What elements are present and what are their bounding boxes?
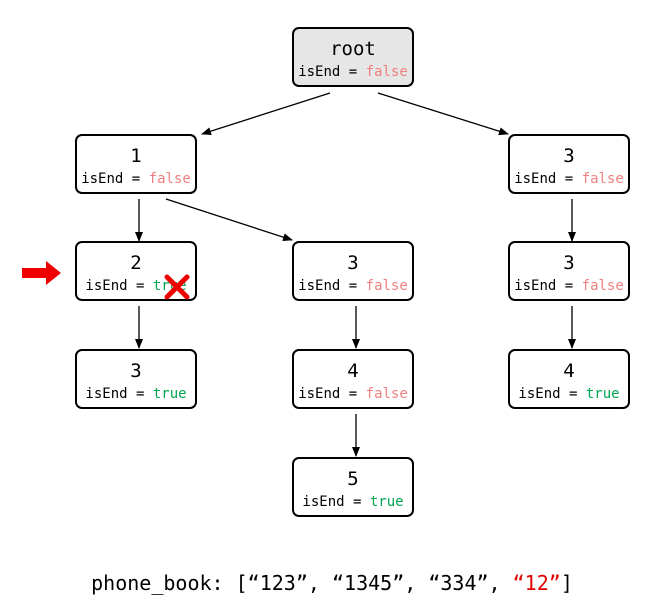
phone-book-caption: phone_book: [“123”, “1345”, “334”, “12”] [0,570,664,596]
node-isend-label: isEnd = false [77,171,195,188]
trie-node-n5: 5 isEnd = true [292,457,414,517]
trie-node-n3c: 3 isEnd = false [508,241,630,301]
node-isend-label: isEnd = true [294,494,412,511]
isend-prefix: isEnd = [518,386,586,402]
isend-prefix: isEnd = [514,278,582,294]
node-key: 3 [563,252,575,274]
isend-prefix: isEnd = [298,278,366,294]
isend-prefix: isEnd = [85,386,153,402]
caption-suffix: ] [560,571,573,595]
cross-icon [164,274,190,300]
isend-value: true [369,494,404,510]
trie-node-root: root isEnd = false [292,27,414,87]
caption-separator: , [488,571,513,595]
isend-prefix: isEnd = [298,386,366,402]
isend-prefix: isEnd = [81,171,149,187]
caption-separator: , [404,571,429,595]
isend-prefix: isEnd = [298,64,366,80]
trie-node-n1: 1 isEnd = false [75,134,197,194]
node-isend-label: isEnd = false [294,64,412,81]
node-key: 1 [130,145,142,167]
node-isend-label: isEnd = true [77,386,195,403]
node-key: 5 [347,468,359,490]
node-isend-label: isEnd = false [294,278,412,295]
node-isend-label: isEnd = false [510,171,628,188]
isend-value: false [365,386,408,402]
edge-n1-n3b [165,198,293,242]
node-key: 4 [347,360,359,382]
caption-item: “123” [247,571,308,595]
caption-separator: , [307,571,332,595]
caption-item: “1345” [331,571,405,595]
node-isend-label: isEnd = false [510,278,628,295]
node-key: 4 [563,360,575,382]
node-key: root [330,38,376,60]
trie-node-n3d: 3 isEnd = true [75,349,197,409]
edge-root-n1 [201,92,331,136]
node-isend-label: isEnd = false [294,386,412,403]
node-key: 3 [347,252,359,274]
trie-node-n4b: 4 isEnd = true [508,349,630,409]
isend-value: false [365,278,408,294]
edge-root-n3a [377,92,509,136]
node-key: 3 [130,360,142,382]
isend-value: false [581,278,624,294]
node-key: 2 [130,252,142,274]
isend-value: true [585,386,620,402]
trie-node-n3b: 3 isEnd = false [292,241,414,301]
caption-item-highlighted: “12” [512,571,561,595]
isend-value: false [148,171,191,187]
caption-item: “334” [428,571,489,595]
isend-value: false [365,64,408,80]
right-arrow-icon [22,261,61,285]
isend-prefix: isEnd = [85,278,153,294]
caption-prefix: phone_book: [ [91,571,248,595]
isend-prefix: isEnd = [514,171,582,187]
trie-node-n3a: 3 isEnd = false [508,134,630,194]
isend-prefix: isEnd = [302,494,370,510]
node-isend-label: isEnd = true [510,386,628,403]
isend-value: false [581,171,624,187]
isend-value: true [152,386,187,402]
node-key: 3 [563,145,575,167]
trie-node-n4a: 4 isEnd = false [292,349,414,409]
